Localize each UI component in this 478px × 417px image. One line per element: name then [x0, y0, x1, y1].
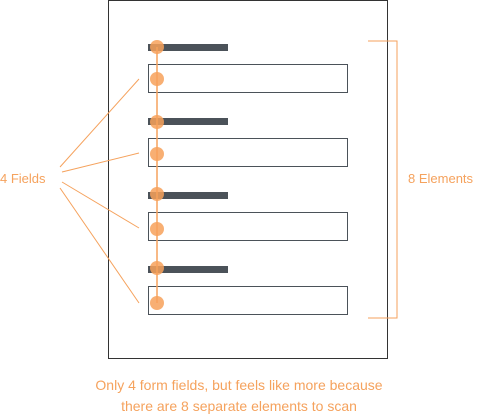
caption-line-2: there are 8 separate elements to scan	[121, 398, 357, 414]
elements-bracket	[368, 40, 398, 319]
scan-marker	[150, 40, 164, 54]
fields-label: 4 Fields	[0, 171, 46, 186]
pointer-line	[61, 181, 140, 229]
fields-pointer-lines	[59, 78, 140, 304]
field-input-box	[148, 138, 348, 167]
scan-markers	[150, 40, 164, 310]
scan-marker	[150, 187, 164, 201]
pointer-line	[59, 187, 140, 304]
field-input-box	[148, 212, 348, 241]
scan-marker	[150, 261, 164, 275]
pointer-line	[61, 152, 140, 173]
form-field-4	[148, 266, 348, 315]
field-label-bar	[148, 118, 228, 125]
field-label-bar	[148, 44, 228, 51]
scan-marker	[150, 147, 164, 161]
field-label-bar	[148, 192, 228, 199]
form-field-3	[148, 192, 348, 241]
caption-line-1: Only 4 form fields, but feels like more …	[95, 377, 383, 393]
form-field-1	[148, 44, 348, 93]
elements-label: 8 Elements	[408, 171, 474, 186]
scan-marker	[150, 72, 164, 86]
field-input-box	[148, 286, 348, 315]
scan-marker	[150, 222, 164, 236]
form-field-2	[148, 118, 348, 167]
pointer-line	[59, 78, 140, 168]
field-label-bar	[148, 266, 228, 273]
field-input-box	[148, 64, 348, 93]
scan-marker	[150, 115, 164, 129]
scan-marker	[150, 296, 164, 310]
